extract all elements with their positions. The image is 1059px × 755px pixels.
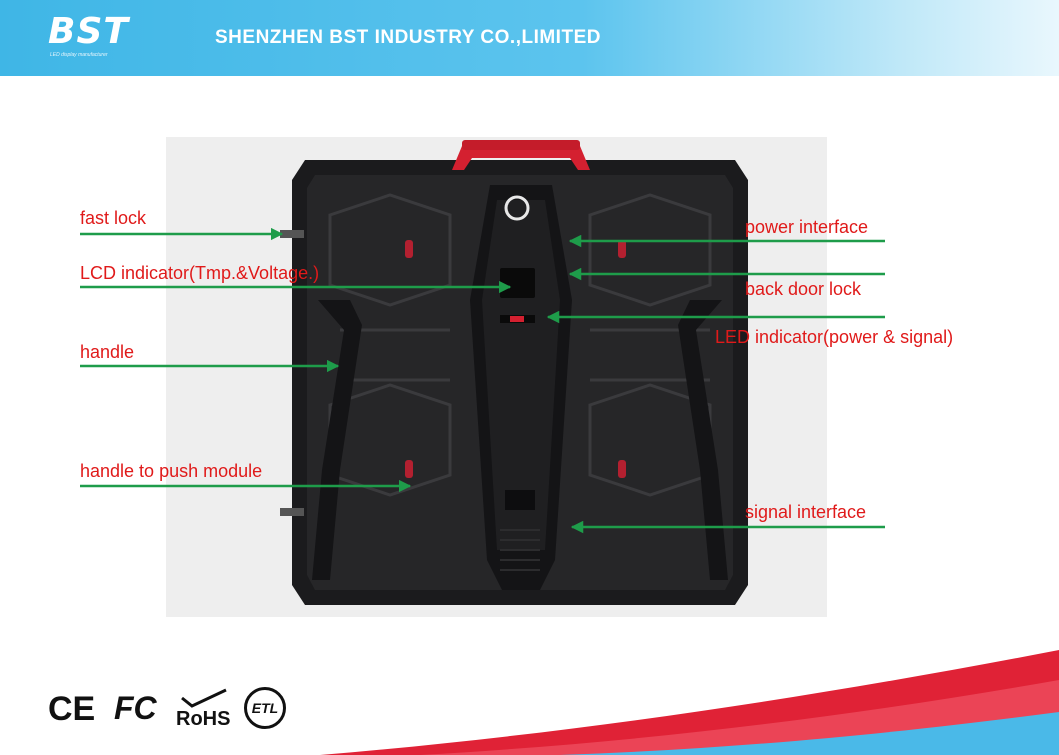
label-signal-interface: signal interface <box>745 502 867 522</box>
etl-mark: ETL <box>244 687 286 729</box>
fc-mark: FC <box>114 690 157 726</box>
label-power-interface: power interface <box>745 217 869 237</box>
label-handle: handle <box>80 342 135 362</box>
bst-logo: BST <box>48 11 129 52</box>
callout-arrows-left <box>80 227 512 493</box>
label-handle-push: handle to push module <box>80 461 263 481</box>
etl-mark-text: ETL <box>251 700 279 716</box>
callout-arrows-right <box>546 234 885 534</box>
label-lcd-indicator: LCD indicator(Tmp.&Voltage.) <box>80 263 320 283</box>
label-led-indicator: LED indicator(power & signal) <box>715 327 954 347</box>
rohs-mark: RoHS <box>176 708 231 730</box>
label-fast-lock: fast lock <box>80 208 147 228</box>
rohs-check-icon <box>181 688 227 708</box>
label-back-door-lock: back door lock <box>745 279 862 299</box>
header-bar: BST LED display manufacturer SHENZHEN BS… <box>0 0 1059 76</box>
logo-tagline: LED display manufacturer <box>50 52 108 58</box>
company-name: SHENZHEN BST INDUSTRY CO.,LIMITED <box>215 27 601 48</box>
ce-mark: CE <box>48 690 96 728</box>
top-handle <box>452 140 590 170</box>
